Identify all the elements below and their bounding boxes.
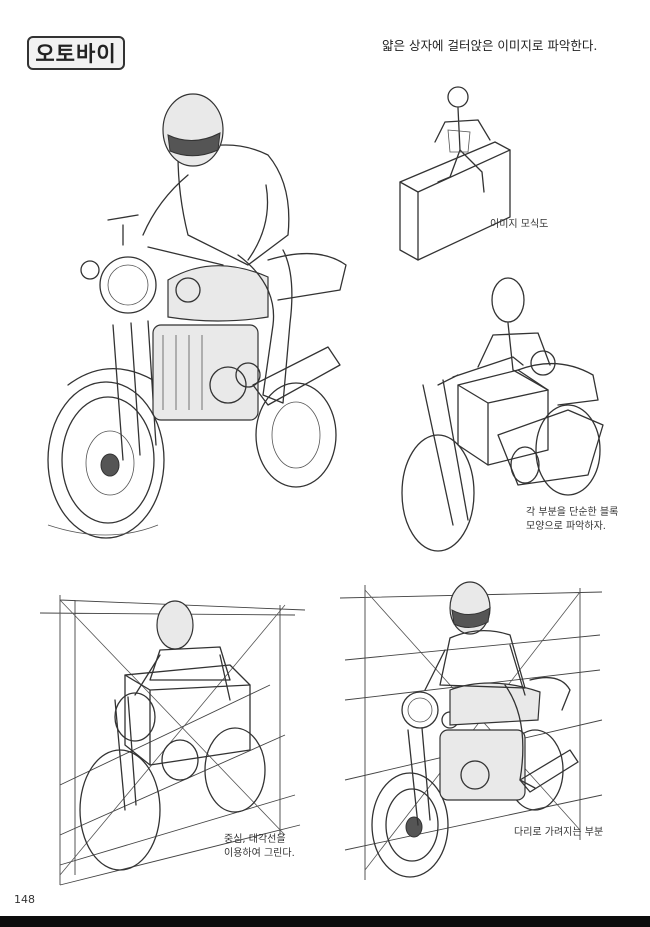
main-motorcycle-illustration [47,93,347,539]
perspective-construction-illustration [39,595,306,886]
caption-block-shape-line2: 모양으로 파악하자. [526,521,606,532]
caption-block-shape: 각 부분을 단순한 블록 모양으로 파악하자. [526,506,618,534]
thin-box-model-illustration [399,86,511,261]
block-shape-motorcycle-illustration [401,277,604,552]
caption-block-shape-line1: 각 부분을 단순한 블록 [526,507,619,518]
section-subtitle: 얇은 상자에 걸터앉은 이미지로 파악한다. [382,38,598,53]
caption-hidden-leg: 다리로 가려지는 부분 [514,827,604,838]
caption-image-model: 이미지 모식도 [490,219,549,230]
refined-perspective-illustration [339,581,603,880]
page-bottom-bar [0,916,650,927]
caption-center-diagonal: 중심, 대각선을 이용하여 그린다. [224,833,295,861]
caption-center-diagonal-line2: 이용하여 그린다. [224,848,295,859]
page-number: 148 [14,893,35,906]
section-title: 오토바이 [27,36,125,70]
caption-center-diagonal-line1: 중심, 대각선을 [224,834,286,845]
